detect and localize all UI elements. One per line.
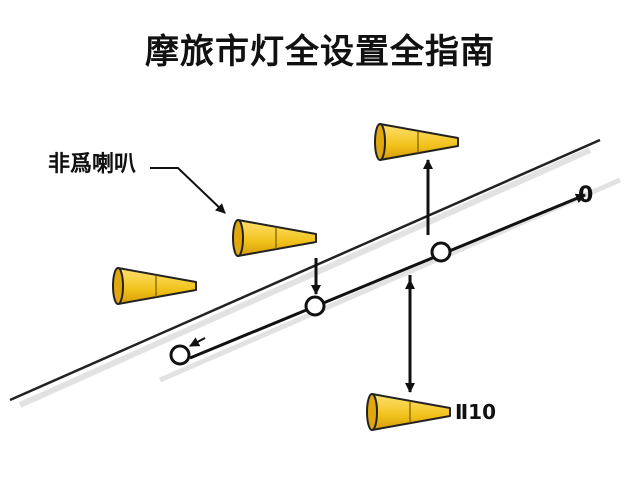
page-title: 摩旅市灯全设置全指南 (145, 32, 495, 72)
left-callout-label: 非爲喇叭 (48, 152, 137, 177)
axis-back-arrow (189, 337, 206, 347)
main-diagonal-line (9, 138, 601, 408)
node-circle-icon (169, 344, 191, 366)
axis-end-label: 0 (578, 183, 594, 208)
node-circle-icon (304, 295, 326, 317)
callout-arrow (150, 167, 226, 214)
node-circle-icon (430, 241, 452, 263)
horn-cone-icon (366, 393, 451, 431)
horn-cone-icon (112, 267, 197, 305)
horn-cone-icon (232, 219, 317, 257)
bottom-value-label: Ⅱ10 (455, 400, 497, 424)
axis-line (189, 193, 586, 360)
horn-cone-icon (374, 123, 459, 161)
